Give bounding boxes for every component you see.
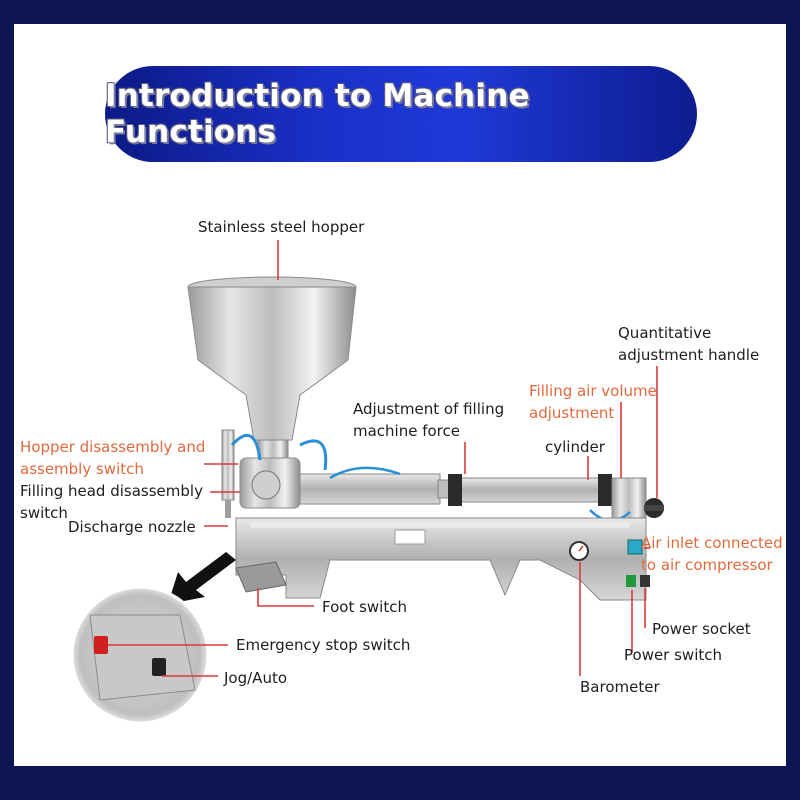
- label-cylinder: cylinder: [545, 438, 605, 456]
- foot-switch: [235, 561, 287, 593]
- air-inlet: [627, 539, 643, 555]
- page-title: Introduction to Machine Functions: [105, 78, 530, 150]
- quantitative-adjustment-handle: [644, 498, 664, 518]
- power-switch: [626, 575, 636, 587]
- label-power-switch: Power switch: [624, 646, 723, 664]
- stainless-steel-hopper: [187, 276, 357, 461]
- label-jog-auto: Jog/Auto: [224, 669, 288, 687]
- cylinder: [448, 474, 647, 522]
- label-stainless-steel-hopper: Stainless steel hopper: [198, 218, 365, 236]
- label-quantitative-handle-line1: Quantitative: [618, 324, 712, 342]
- label-filling-head-switch-line1: Filling head disassembly: [20, 482, 203, 500]
- label-barometer: Barometer: [580, 678, 660, 696]
- label-filling-head-switch-line2: switch: [20, 504, 68, 522]
- arrow-icon: [168, 552, 236, 604]
- label-hopper-switch-line1: Hopper disassembly and: [20, 438, 206, 456]
- label-power-socket: Power socket: [652, 620, 751, 638]
- label-discharge-nozzle: Discharge nozzle: [68, 518, 196, 536]
- label-air-inlet-line2: to air compressor: [641, 556, 773, 574]
- label-filling-force-line2: machine force: [353, 422, 460, 440]
- pump-barrel: [299, 466, 453, 505]
- label-filling-force-line1: Adjustment of filling: [353, 400, 505, 418]
- title-banner: Introduction to Machine Functions: [105, 66, 697, 162]
- label-emergency-stop-switch: Emergency stop switch: [236, 636, 411, 654]
- machine-base: [235, 517, 647, 601]
- label-filling-air-volume-line1: Filling air volume: [529, 382, 657, 400]
- control-panel-inset: [70, 585, 210, 725]
- power-socket: [640, 575, 650, 587]
- leader-lines: [108, 240, 658, 677]
- barometer: [569, 541, 589, 561]
- label-quantitative-handle-line2: adjustment handle: [618, 346, 760, 364]
- label-filling-air-volume-line2: adjustment: [529, 404, 615, 422]
- label-hopper-switch-line2: assembly switch: [20, 460, 144, 478]
- filling-head: [221, 429, 328, 518]
- label-air-inlet-line1: Air inlet connected: [641, 534, 783, 552]
- label-foot-switch: Foot switch: [322, 598, 407, 616]
